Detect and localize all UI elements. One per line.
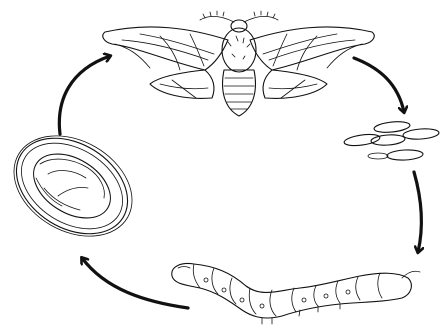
moth-icon <box>103 11 374 116</box>
cocoon-icon <box>0 116 150 257</box>
arrow-pupa-to-moth <box>59 56 110 134</box>
arrow-larva-to-pupa <box>82 258 188 308</box>
arrow-eggs-to-larva <box>414 172 421 252</box>
eggs-icon <box>343 120 439 161</box>
caterpillar-icon <box>172 264 420 325</box>
arrow-moth-to-eggs <box>354 58 404 112</box>
